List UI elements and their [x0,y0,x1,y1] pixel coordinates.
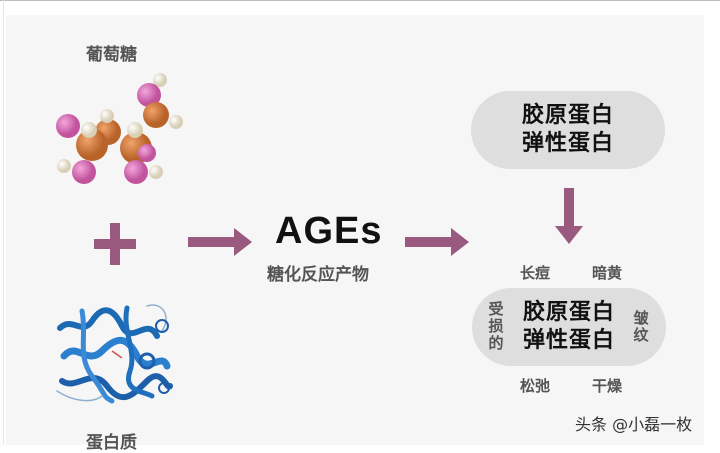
effect-dry: 干燥 [592,377,623,395]
watermark: 头条 @小磊一枚 [575,415,693,434]
damaged-line-collagen: 胶原蛋白 [522,300,615,325]
damaged-prefix: 受 损 的 [488,300,504,352]
healthy-proteins-pill: 胶原蛋白 弹性蛋白 [471,91,665,169]
effect-wrinkles: 皱 纹 [633,309,649,344]
ages-title: AGEs [275,210,383,252]
left-border [3,0,4,445]
protein-label: 蛋白质 [86,433,137,453]
ages-subtitle: 糖化反应产物 [267,265,369,285]
arrow-right-icon [188,228,252,256]
effect-acne: 长痘 [520,264,551,282]
damaged-line-elastin: 弹性蛋白 [522,328,615,353]
damaged-proteins-pill: 胶原蛋白 弹性蛋白 [472,288,666,366]
arrow-right-icon [405,228,469,256]
glucose-molecule-icon [56,73,183,184]
glucose-label: 葡萄糖 [86,45,137,65]
plus-icon [94,223,136,265]
diagram-panel [6,15,704,445]
protein-structure-icon [56,304,173,404]
healthy-line-elastin: 弹性蛋白 [521,131,614,156]
effect-sagging: 松弛 [520,377,551,395]
effect-dull: 暗黄 [592,264,623,282]
top-border [0,0,720,1]
arrow-down-icon [555,188,583,244]
healthy-line-collagen: 胶原蛋白 [521,103,614,128]
